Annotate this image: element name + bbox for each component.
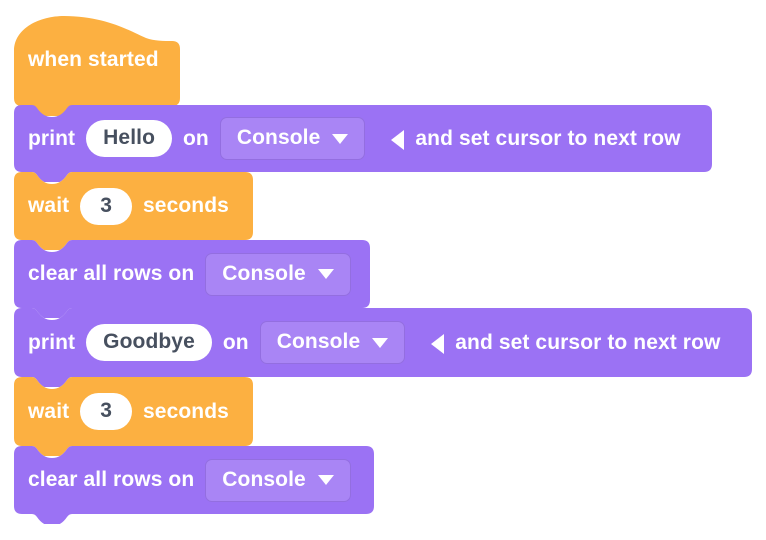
on-label: on <box>183 126 209 150</box>
seconds-label: seconds <box>143 399 229 423</box>
wait-1-row: wait 3 seconds <box>14 172 229 240</box>
when-started-label: when started <box>28 48 159 71</box>
block-wait-1[interactable]: wait 3 seconds <box>14 172 253 250</box>
wait-seconds-input[interactable]: 3 <box>80 393 133 430</box>
block-print-hello[interactable]: print Hello on Console and set cursor to… <box>14 105 712 182</box>
print-hello-row: print Hello on Console and set cursor to… <box>14 105 681 172</box>
console-dropdown[interactable]: Console <box>205 252 351 296</box>
triangle-left-icon <box>431 333 445 354</box>
on-label: on <box>222 330 249 354</box>
seconds-label: seconds <box>143 194 229 217</box>
clear-rows-2-row: clear all rows on Console <box>14 446 351 514</box>
clear-all-rows-on-label: clear all rows on <box>28 262 195 285</box>
set-cursor-label: and set cursor to next row <box>455 330 721 354</box>
wait-2-row: wait 3 seconds <box>14 377 229 446</box>
block-clear-rows-2[interactable]: clear all rows on Console <box>14 446 374 524</box>
chevron-down-icon <box>317 475 334 485</box>
set-cursor-label: and set cursor to next row <box>415 126 681 150</box>
print-goodbye-row: print Goodbye on Console and set cursor … <box>14 308 720 377</box>
console-dropdown[interactable]: Console <box>205 458 351 502</box>
chevron-down-icon <box>332 133 349 144</box>
print-label: print <box>28 330 76 354</box>
clear-rows-1-row: clear all rows on Console <box>14 240 351 308</box>
wait-seconds-input[interactable]: 3 <box>80 187 133 225</box>
wait-label: wait <box>28 399 70 423</box>
when-started-row: when started <box>14 14 159 106</box>
print-text-input[interactable]: Goodbye <box>86 324 212 361</box>
chevron-down-icon <box>317 269 334 279</box>
print-text-input[interactable]: Hello <box>86 120 172 157</box>
console-dropdown-label: Console <box>222 261 306 285</box>
chevron-down-icon <box>372 337 389 348</box>
console-dropdown-label: Console <box>276 330 361 353</box>
block-when-started[interactable]: when started <box>14 14 180 116</box>
console-dropdown[interactable]: Console <box>259 321 406 364</box>
console-dropdown-label: Console <box>236 126 321 149</box>
wait-label: wait <box>28 194 70 217</box>
triangle-left-icon <box>391 129 405 150</box>
block-wait-2[interactable]: wait 3 seconds <box>14 377 253 456</box>
console-dropdown[interactable]: Console <box>219 117 366 160</box>
block-print-goodbye[interactable]: print Goodbye on Console and set cursor … <box>14 308 752 387</box>
console-dropdown-label: Console <box>222 467 306 491</box>
block-clear-rows-1[interactable]: clear all rows on Console <box>14 240 370 318</box>
print-label: print <box>28 126 76 150</box>
clear-all-rows-on-label: clear all rows on <box>28 468 195 491</box>
